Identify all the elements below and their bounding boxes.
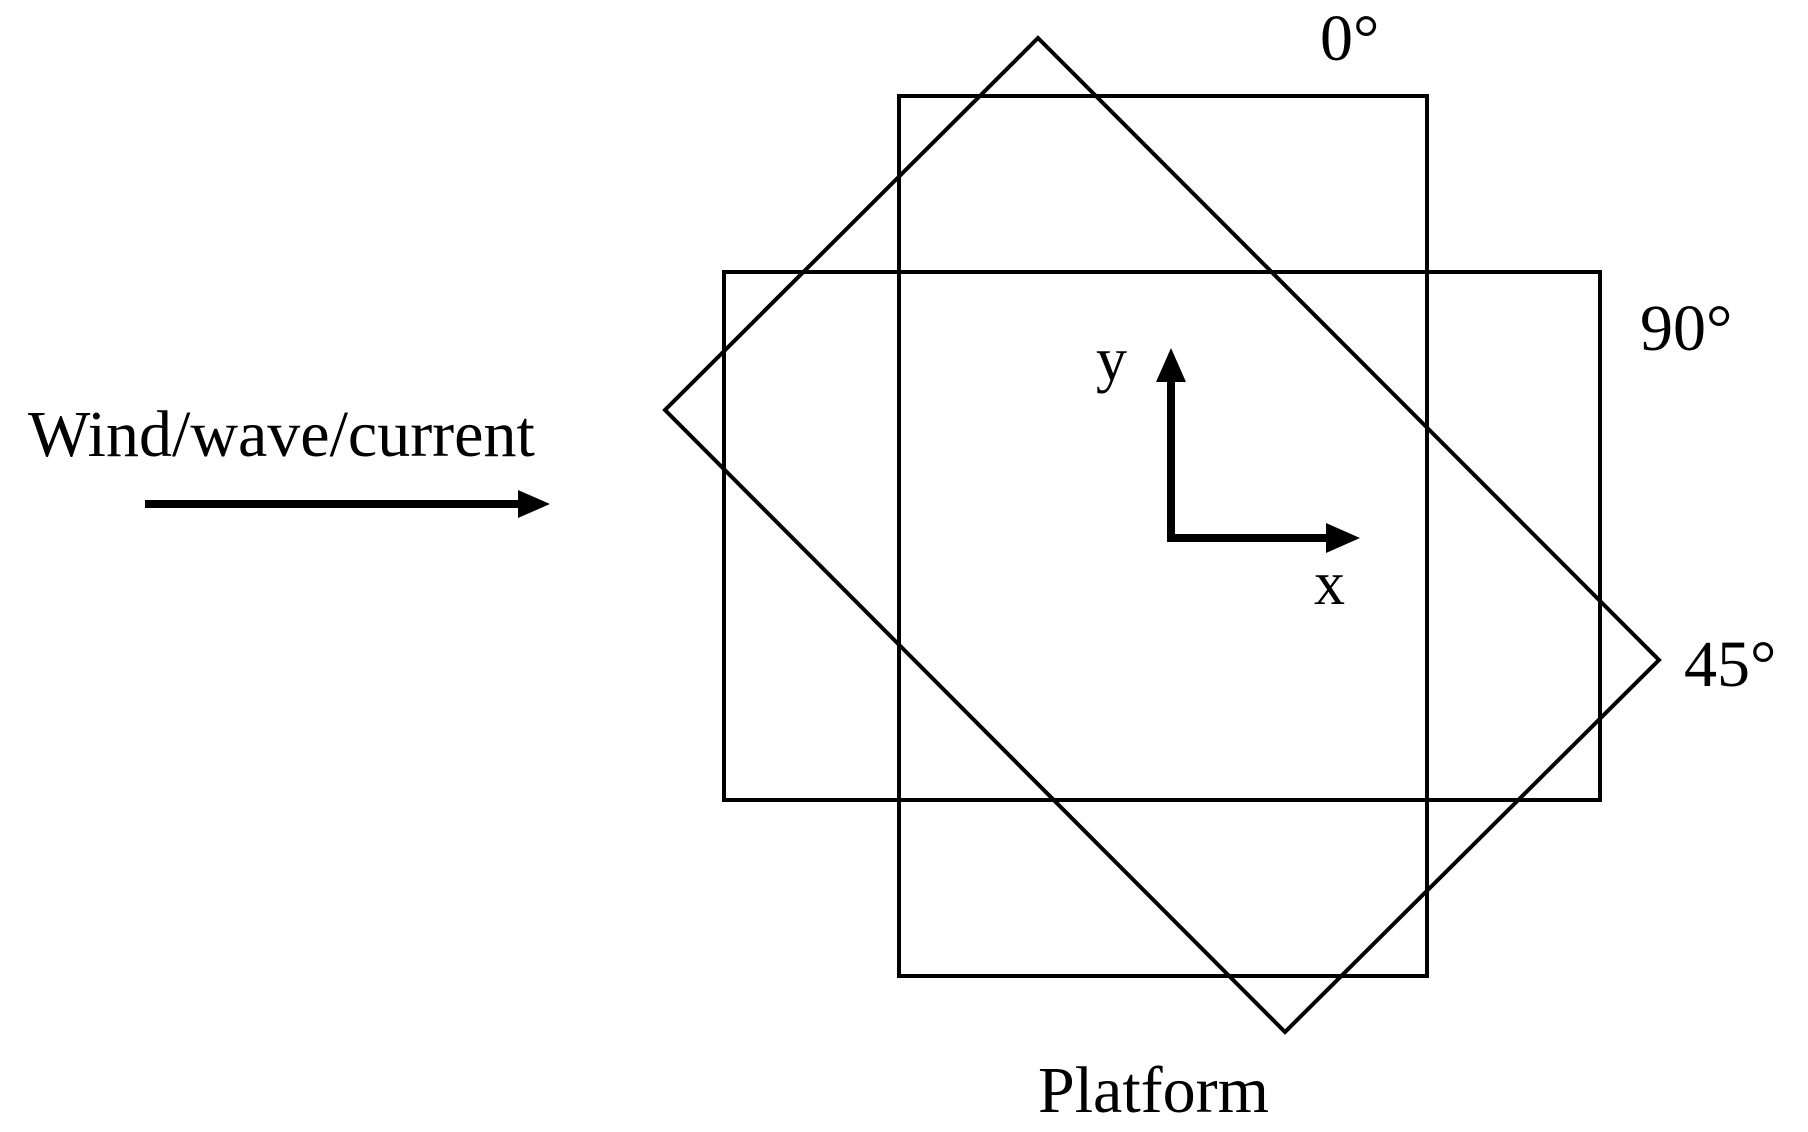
flow-direction-arrow xyxy=(145,490,550,518)
flow-label: Wind/wave/current xyxy=(28,398,535,471)
platform-outline-90deg xyxy=(722,270,1602,802)
x-axis-arrowhead xyxy=(1326,523,1360,553)
y-axis-arrowhead xyxy=(1156,348,1186,382)
y-axis-label: y xyxy=(1096,326,1127,394)
heading-label-45deg: 45° xyxy=(1684,628,1776,701)
heading-label-0deg: 0° xyxy=(1320,2,1379,75)
heading-label-90deg: 90° xyxy=(1640,292,1732,365)
flow-arrow-head xyxy=(518,490,550,518)
x-axis-label: x xyxy=(1314,550,1345,618)
platform-outline-0deg xyxy=(897,94,1429,978)
coordinate-axes xyxy=(1156,348,1360,553)
platform-label: Platform xyxy=(1038,1054,1269,1127)
platform-outline-45deg xyxy=(662,35,1662,1035)
